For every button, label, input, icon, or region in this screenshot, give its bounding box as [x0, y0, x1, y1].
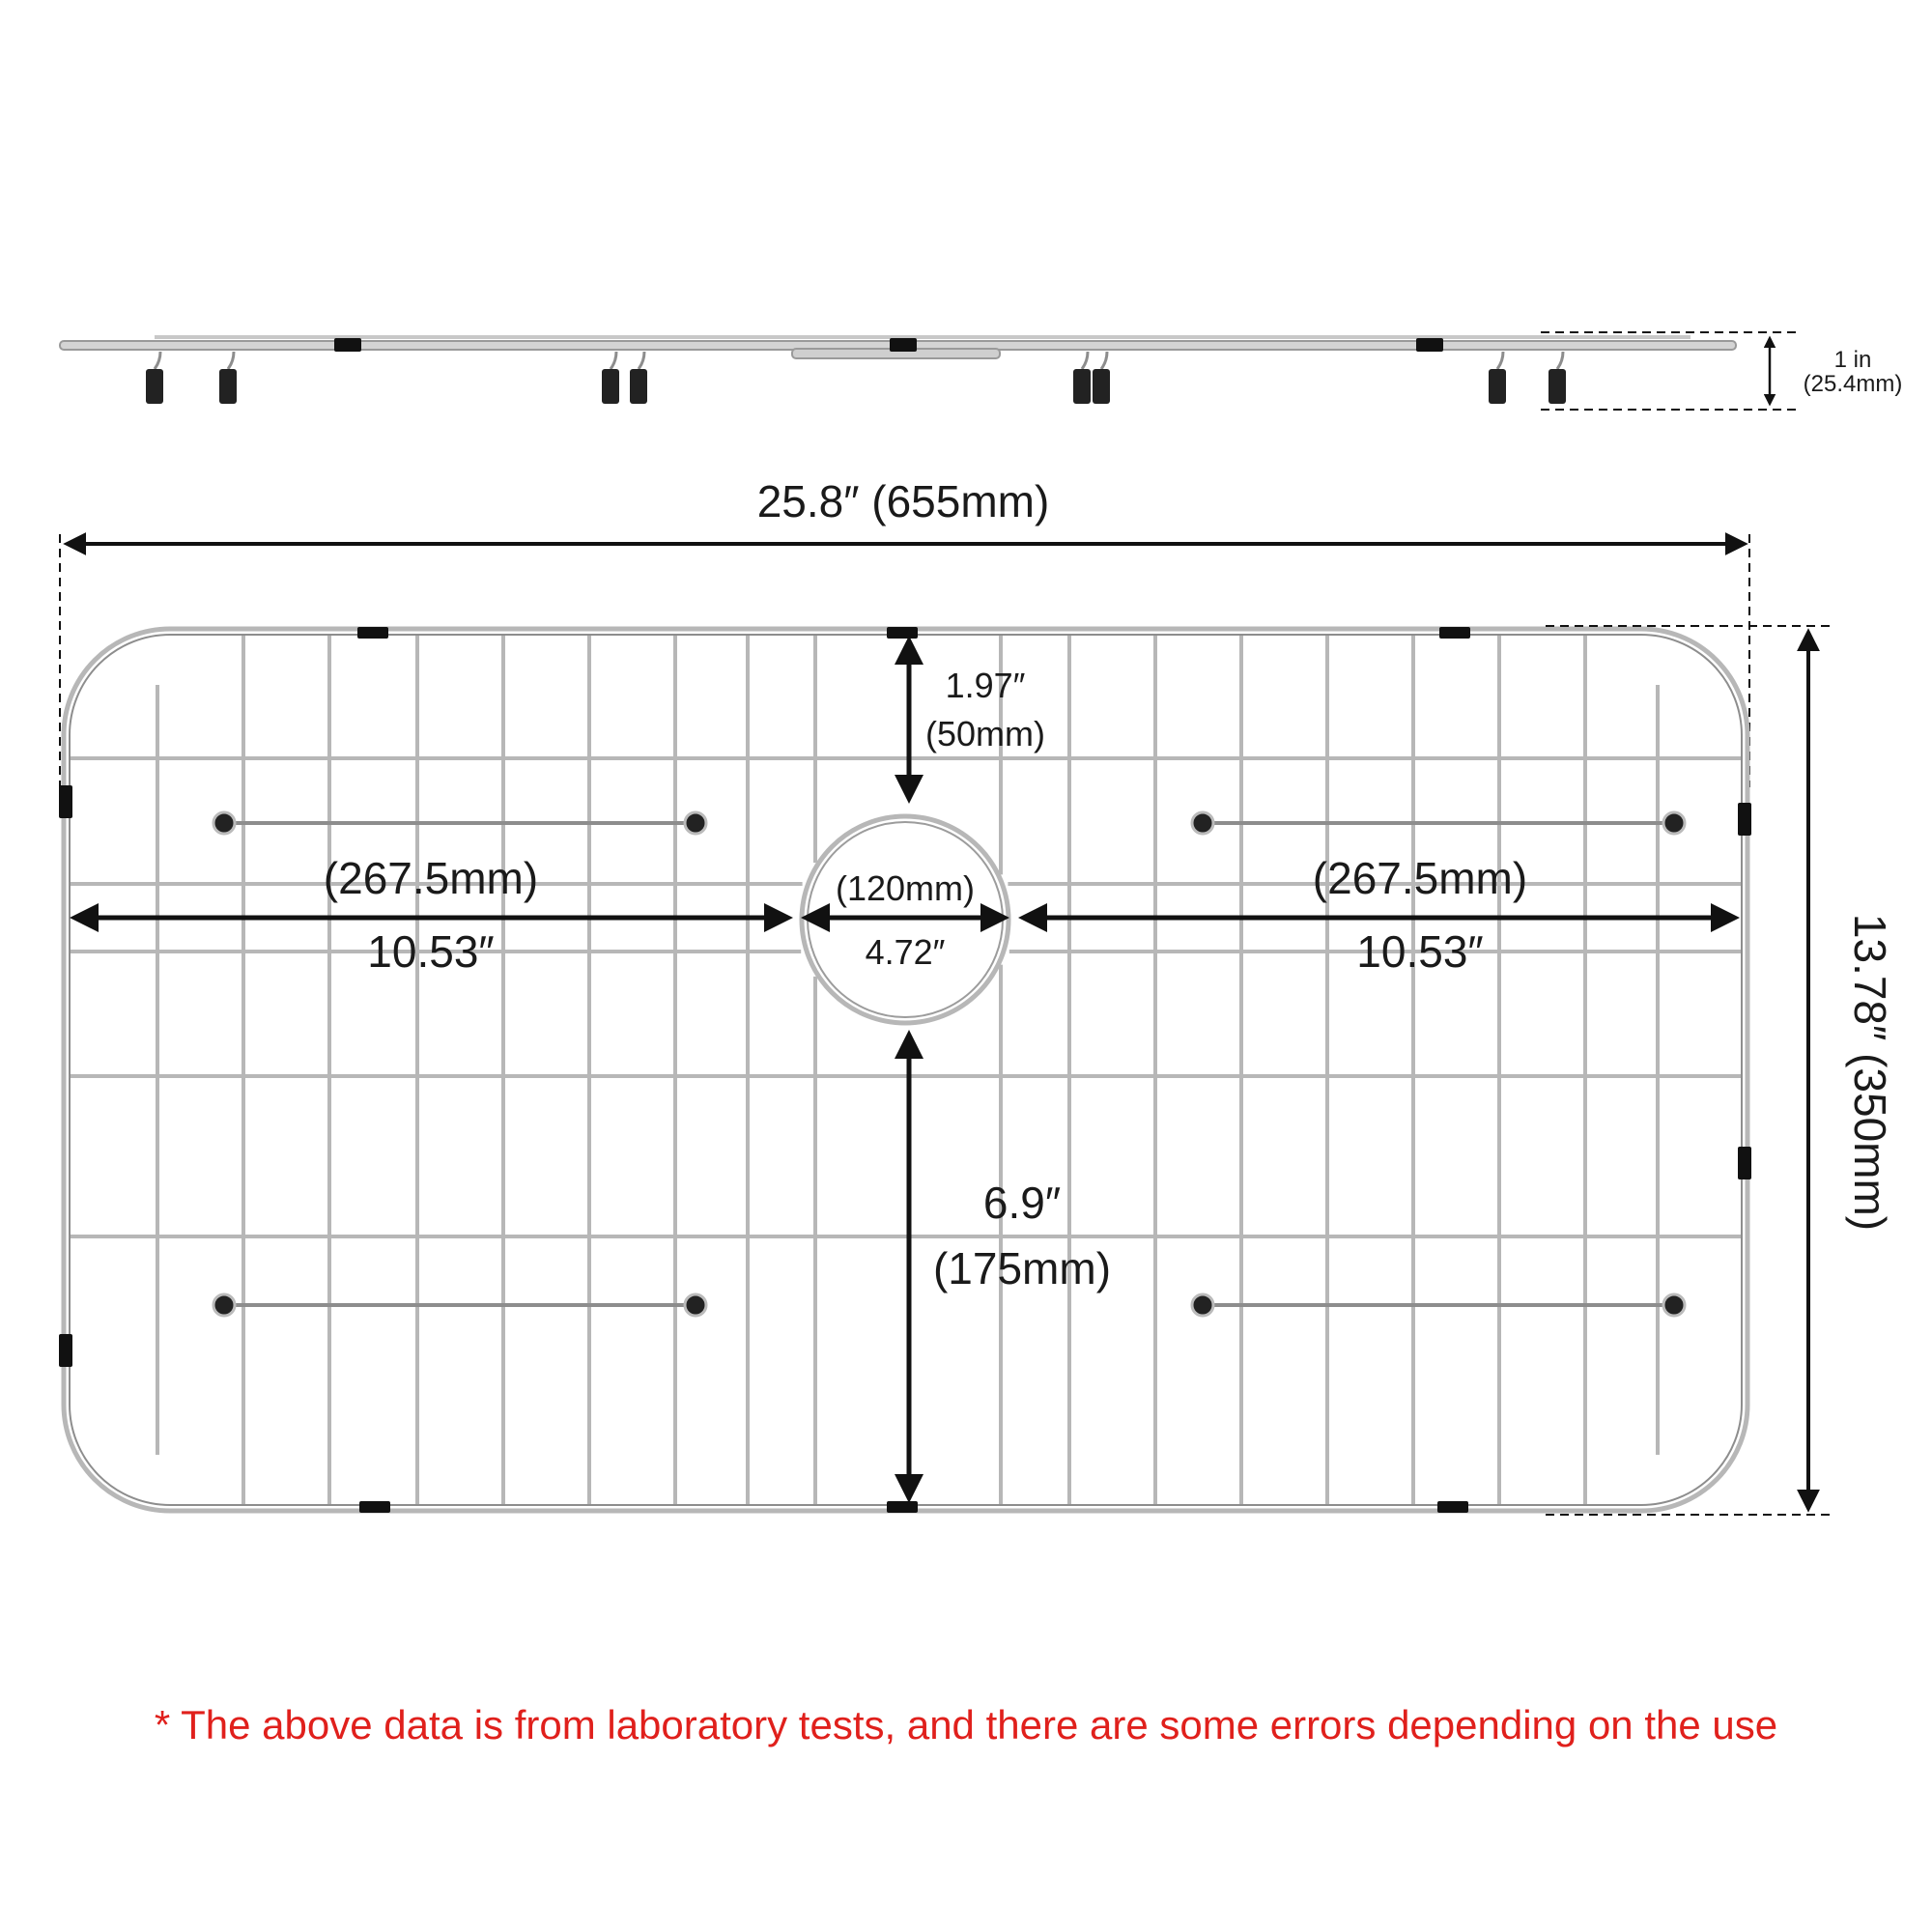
side-view-foot [1489, 369, 1506, 404]
grid-wires [70, 635, 1742, 1505]
left-span-label-mm: (267.5mm) [324, 853, 538, 903]
side-view-foot [630, 369, 647, 404]
support-bar-knob [1190, 810, 1215, 836]
side-view-leg [1080, 351, 1090, 370]
side-view-clip [1416, 338, 1443, 352]
grid-clip [1439, 627, 1470, 639]
side-view-clip [334, 338, 361, 352]
top-gap-label-mm: (50mm) [925, 714, 1045, 753]
support-bar-knob [212, 810, 237, 836]
side-view-foot [219, 369, 237, 404]
side-view-leg [1099, 351, 1109, 370]
grid-clip [59, 785, 72, 818]
side-view: 1 in (25.4mm) [59, 331, 1903, 411]
side-view-clip [890, 338, 917, 352]
bottom-gap-label-in: 6.9″ [983, 1178, 1061, 1228]
width-label: 25.8″ (655mm) [757, 476, 1050, 526]
grid-clip [357, 627, 388, 639]
support-bar-knob [1190, 1293, 1215, 1318]
side-view-foot [1093, 369, 1110, 404]
support-bar-knob [1662, 810, 1687, 836]
side-view-leg [1555, 351, 1565, 370]
grid-clip [1738, 1147, 1751, 1179]
side-view-clips [334, 338, 1443, 352]
interior-dimensions: 1.97″ (50mm) (267.5mm) 10.53″ (120mm) 4.… [70, 636, 1740, 1503]
right-span-label-mm: (267.5mm) [1313, 853, 1527, 903]
drain-label-in: 4.72″ [866, 932, 946, 972]
drain-label-mm: (120mm) [836, 868, 975, 908]
left-span-label-in: 10.53″ [367, 926, 494, 977]
side-view-leg [226, 351, 236, 370]
grid-clip [887, 1501, 918, 1513]
side-view-foot [1548, 369, 1566, 404]
grid-clip [1738, 803, 1751, 836]
height-label-mm: (25.4mm) [1804, 371, 1903, 397]
side-view-leg [1495, 351, 1505, 370]
side-view-leg [637, 351, 646, 370]
side-view-foot [146, 369, 163, 404]
grid-inner-frame [69, 634, 1743, 1506]
side-view-leg [609, 351, 618, 370]
grid-clip [59, 1334, 72, 1367]
height-label-in: 1 in [1834, 347, 1872, 373]
depth-label: 13.78″ (350mm) [1845, 914, 1895, 1231]
support-bar-knob [683, 1293, 708, 1318]
side-view-feet [146, 351, 1566, 404]
side-view-leg [153, 351, 162, 370]
bottom-gap-label-mm: (175mm) [933, 1243, 1111, 1293]
depth-dimension: 13.78″ (350mm) [1546, 625, 1895, 1516]
support-bar-knob [212, 1293, 237, 1318]
support-bars [212, 810, 1687, 1318]
side-view-foot [602, 369, 619, 404]
side-view-foot [1073, 369, 1091, 404]
disclaimer-note: * The above data is from laboratory test… [154, 1702, 1778, 1747]
support-bar-knob [1662, 1293, 1687, 1318]
grid-clip [1437, 1501, 1468, 1513]
support-bar-knob [683, 810, 708, 836]
right-span-label-in: 10.53″ [1356, 926, 1483, 977]
grid-clip [359, 1501, 390, 1513]
grid-outer-frame [61, 626, 1750, 1514]
top-gap-label-in: 1.97″ [946, 666, 1026, 705]
grid-clips [59, 627, 1751, 1513]
grid-clip [887, 627, 918, 639]
grid-top-view [59, 626, 1751, 1514]
